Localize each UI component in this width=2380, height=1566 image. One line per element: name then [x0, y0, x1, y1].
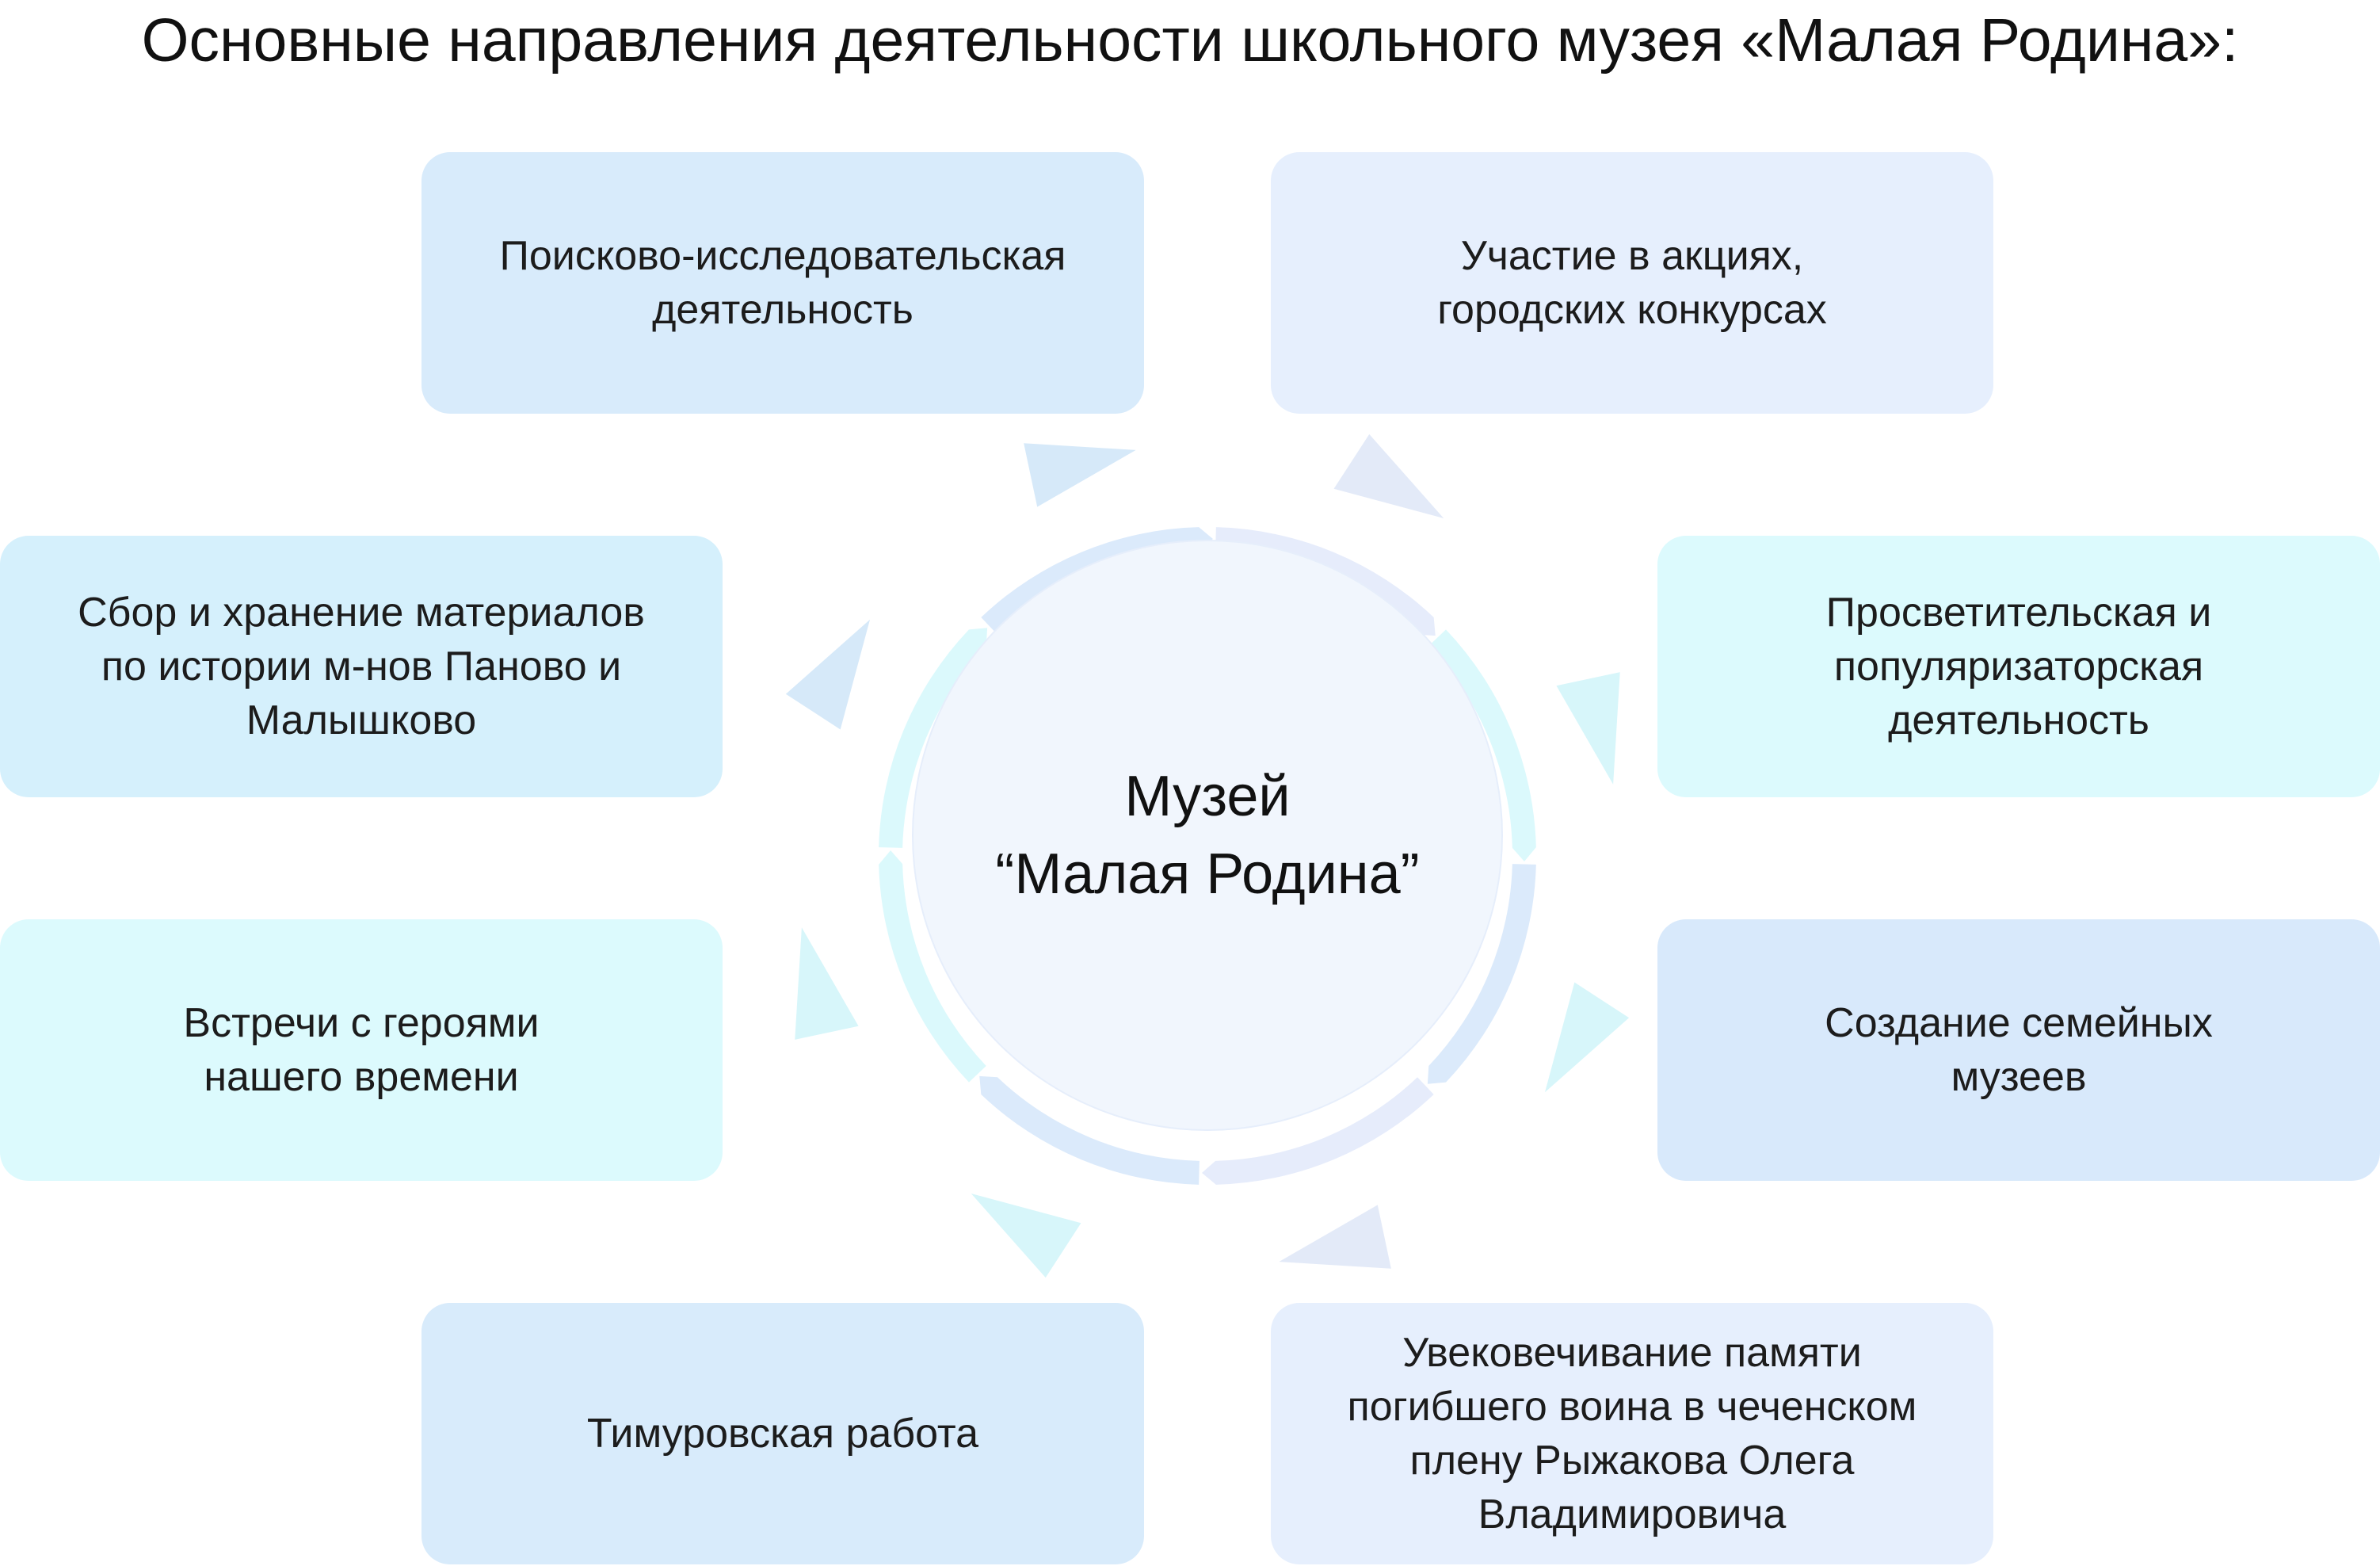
box-memorial-warrior: Увековечивание памяти погибшего воина в … [1271, 1303, 1993, 1564]
box-label: Сбор и хранение материалов по истории м-… [78, 590, 645, 743]
ring-segment [1202, 1077, 1434, 1185]
box-label: Просветительская и популяризаторская дея… [1825, 590, 2212, 743]
box-family-museums: Создание семейных музеев [1657, 919, 2380, 1181]
box-label: Увековечивание памяти погибшего воина в … [1347, 1330, 1917, 1537]
center-label: Музей “Малая Родина” [995, 765, 1420, 906]
cycle-arrowhead [1333, 434, 1444, 519]
box-educational-activity: Просветительская и популяризаторская дея… [1657, 536, 2380, 797]
ring-segment [879, 628, 988, 848]
box-meetings-heroes: Встречи с героями нашего времени [0, 919, 723, 1181]
box-search-research: Поисково-исследовательская деятельность [421, 152, 1144, 414]
center-circle: Музей “Малая Родина” [913, 541, 1501, 1129]
box-label: Создание семейных музеев [1825, 1000, 2213, 1100]
ring-arrows [785, 434, 1630, 1278]
cycle-arrowhead [785, 619, 871, 730]
ring-segment [1428, 629, 1536, 861]
ring-segment [879, 850, 986, 1083]
cycle-arrowhead [1024, 443, 1136, 507]
box-timur-work: Тимуровская работа [421, 1303, 1144, 1564]
cycle-arrowhead [795, 927, 859, 1040]
box-label: Тимуровская работа [586, 1411, 979, 1457]
box-collection-storage: Сбор и хранение материалов по истории м-… [0, 536, 723, 797]
cycle-arrowhead [971, 1193, 1081, 1278]
cycle-arrowhead [1556, 672, 1620, 785]
ring-segment [979, 1075, 1200, 1185]
box-participation-contests: Участие в акциях, городских конкурсах [1271, 152, 1993, 414]
box-label: Участие в акциях, городских конкурсах [1437, 233, 1827, 333]
cycle-arrowhead [1544, 982, 1630, 1093]
box-label: Встречи с героями нашего времени [183, 1000, 540, 1100]
page-title: Основные направления деятельности школьн… [141, 6, 2239, 74]
ring-segment [1427, 864, 1536, 1084]
cycle-arrowhead [1279, 1205, 1391, 1269]
box-label: Поисково-исследовательская деятельность [499, 233, 1066, 333]
